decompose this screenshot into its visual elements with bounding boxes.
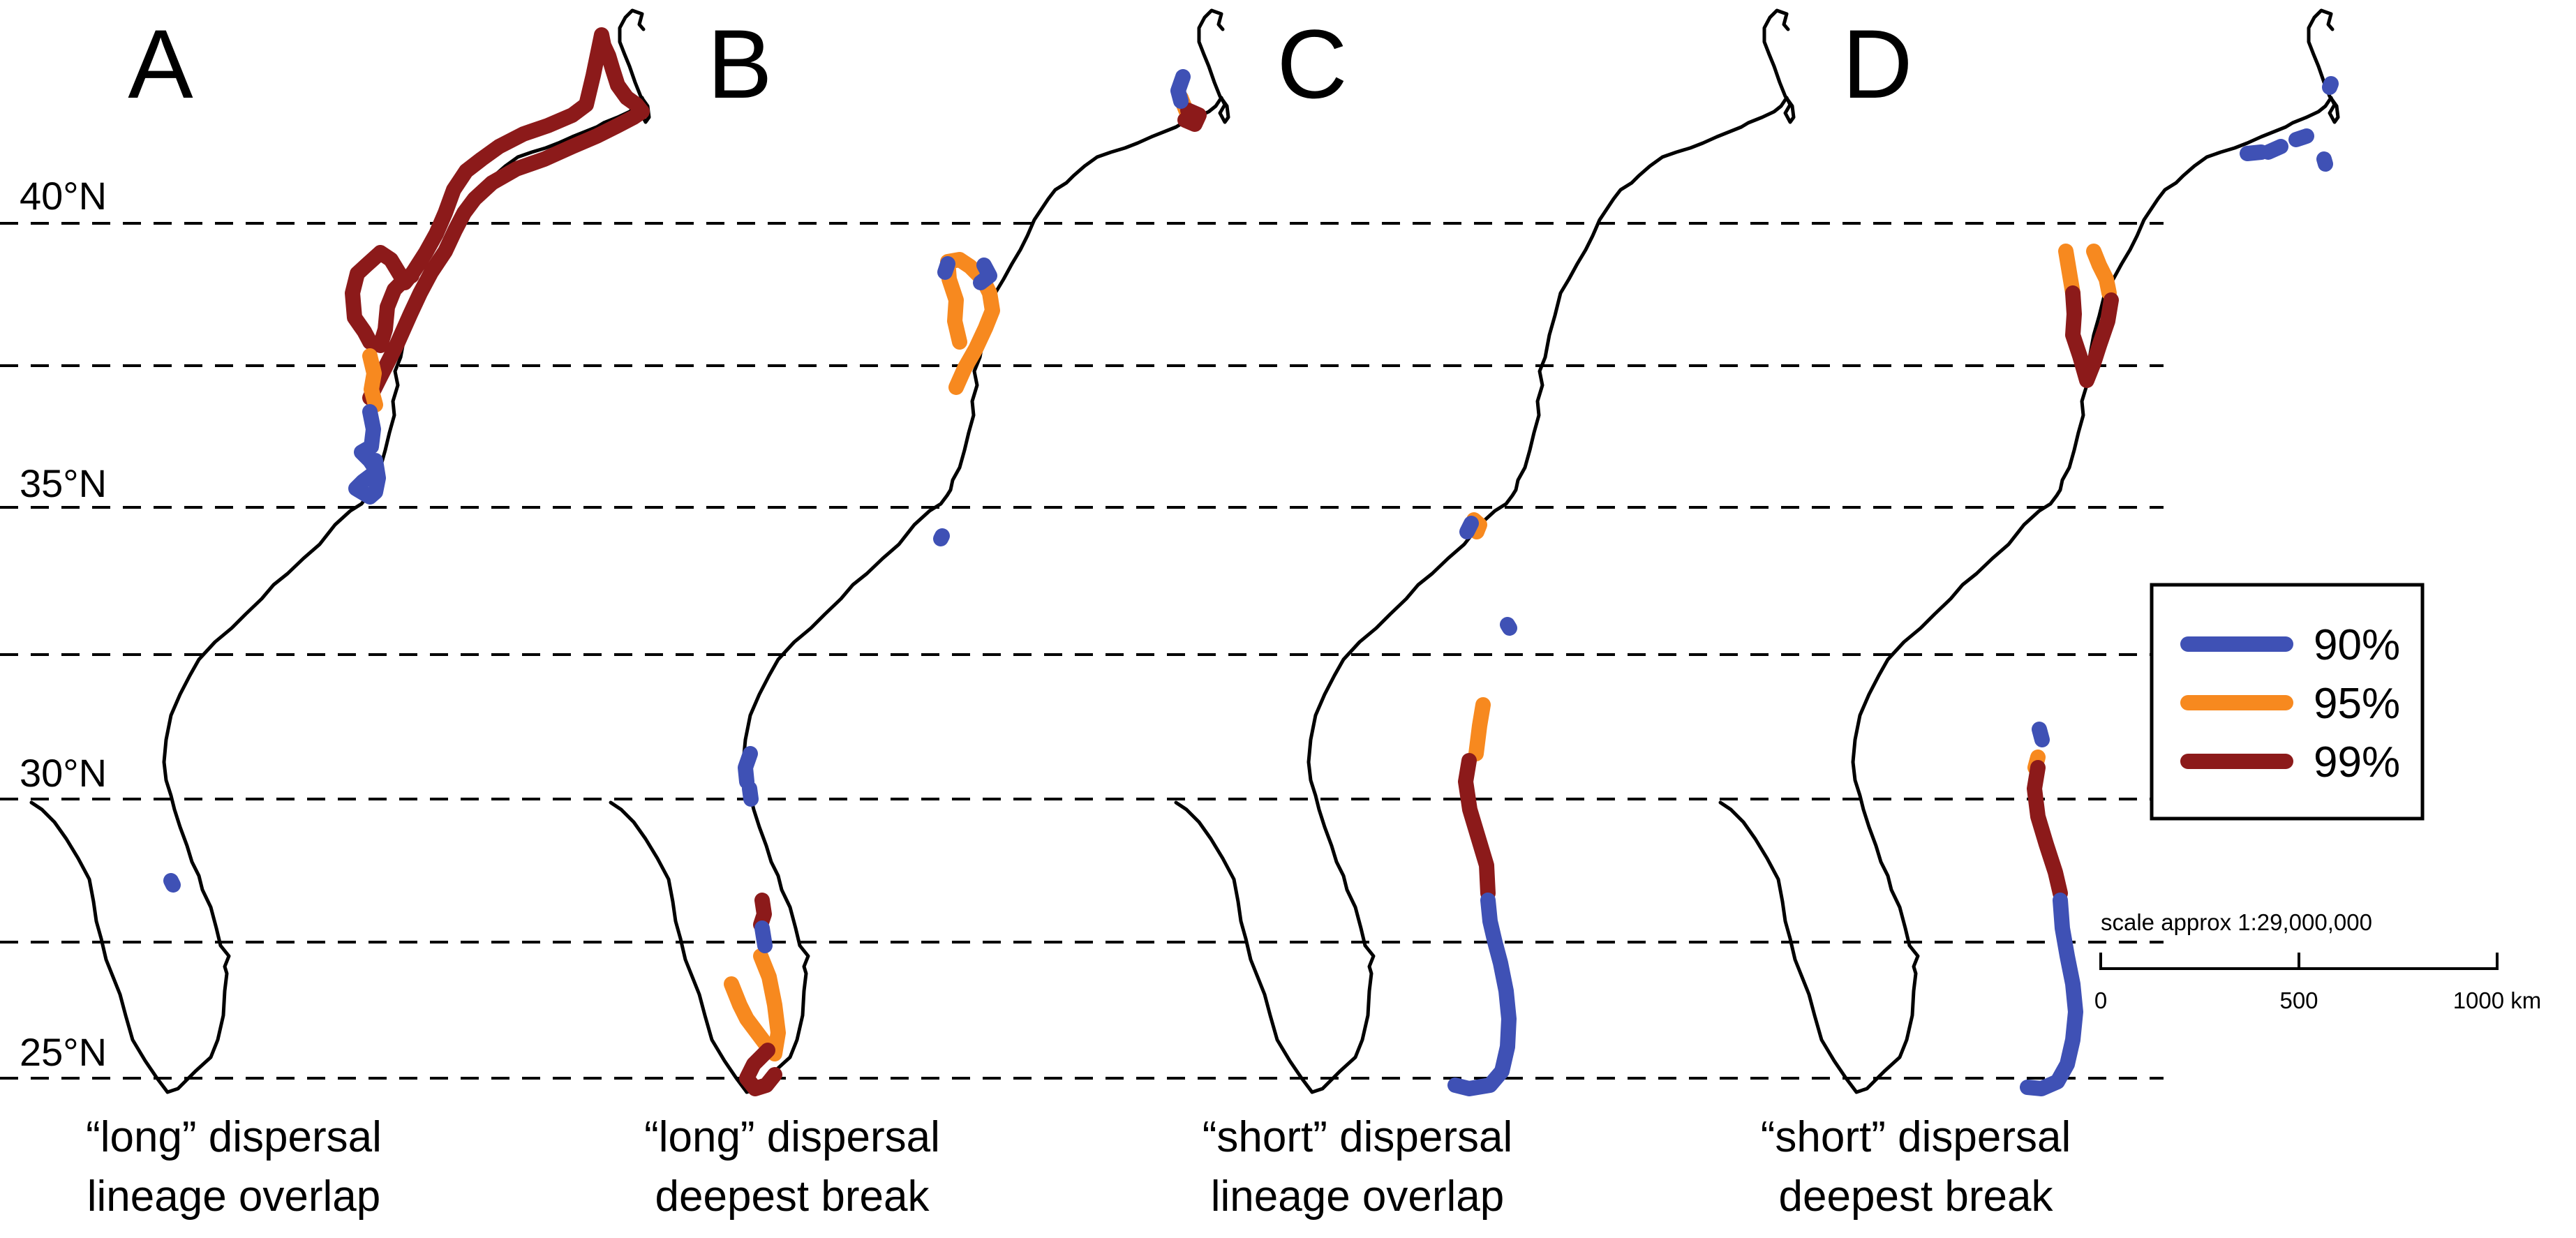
segment-99: [2027, 285, 2119, 901]
panel-letter-c: C: [1276, 9, 1347, 119]
label-backdrop-40: [14, 169, 126, 218]
panel-caption-b-line1: “long” dispersal: [644, 1113, 940, 1161]
coastline-gulf: [611, 803, 747, 1092]
label-backdrop-25: [14, 1024, 126, 1073]
panel-letter-a: A: [128, 9, 193, 119]
lat-label-40: 40°N: [20, 174, 107, 218]
lat-label-30: 30°N: [20, 751, 107, 795]
scale-label-500: 500: [2279, 987, 2318, 1013]
coastline-gulf: [1720, 803, 1856, 1092]
scale-title: scale approx 1:29,000,000: [2101, 909, 2372, 935]
segment-95: [362, 348, 383, 412]
legend: 90% 95% 99%: [2150, 583, 2425, 821]
panel-b-map: B “long” dispersal deepest break: [611, 9, 1228, 1221]
coastline: [1309, 10, 1794, 1092]
scale-label-0: 0: [2094, 987, 2107, 1013]
coastline-gulf: [1176, 803, 1312, 1092]
panel-a-map: A “long” dispersal lineage overlap: [31, 9, 649, 1221]
legend-label-95: 95%: [2314, 680, 2400, 728]
panel-letter-b: B: [707, 9, 772, 119]
lat-label-35: 35°N: [20, 461, 107, 505]
latitude-labels: 40°N 35°N 30°N 25°N: [14, 169, 126, 1074]
panel-caption-b-line2: deepest break: [655, 1172, 930, 1221]
scale-bar: scale approx 1:29,000,000 0 500 1000 km: [2094, 909, 2541, 1013]
panel-caption-c-line2: lineage overlap: [1211, 1172, 1505, 1221]
panel-caption-d-line1: “short” dispersal: [1761, 1113, 2071, 1161]
segment-99: [345, 27, 650, 405]
lat-label-25: 25°N: [20, 1030, 107, 1074]
panel-caption-a-line2: lineage overlap: [87, 1172, 381, 1221]
segment-90: [2020, 76, 2339, 1096]
segment-90: [738, 69, 1191, 953]
label-backdrop-35: [14, 457, 126, 505]
scale-label-1000: 1000 km: [2453, 987, 2542, 1013]
panel-letter-d: D: [1842, 9, 1912, 119]
legend-label-90: 90%: [2314, 621, 2400, 669]
segment-99: [1458, 753, 1496, 901]
panel-caption-c-line1: “short” dispersal: [1203, 1113, 1512, 1161]
segment-95: [1466, 512, 1491, 761]
panel-d-map: D “short” dispersal deepest break: [1720, 9, 2338, 1221]
coastline: [164, 10, 649, 1092]
panel-c-map: C “short” dispersal lineage overlap: [1176, 9, 1794, 1221]
segment-90: [1447, 516, 1517, 1096]
panel-caption-d-line2: deepest break: [1779, 1172, 2054, 1221]
latitude-grid: [0, 222, 2164, 1080]
label-backdrop-30: [14, 745, 126, 794]
segment-90: [163, 404, 386, 893]
segment-95: [724, 90, 1201, 1061]
panel-caption-a-line1: “long” dispersal: [86, 1113, 382, 1161]
coastline: [743, 10, 1228, 1092]
legend-label-99: 99%: [2314, 738, 2400, 786]
